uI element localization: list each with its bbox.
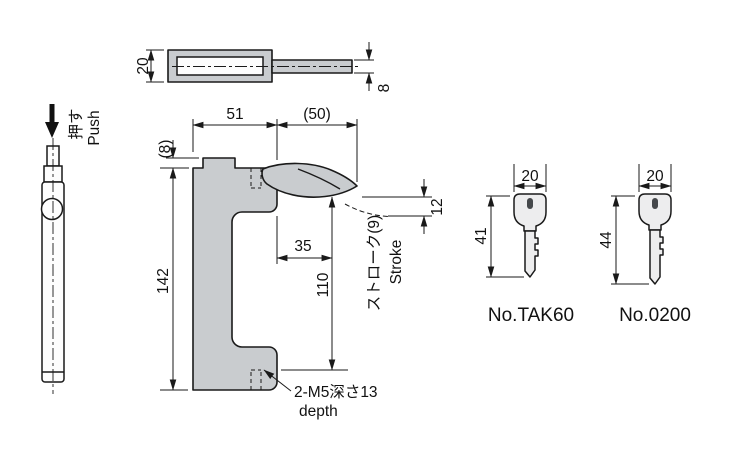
dim-label-key1-width: 20 — [521, 168, 539, 185]
tap-note: 2-M5深さ13 depth — [263, 369, 378, 420]
key1-slot — [527, 198, 533, 209]
dimension-top-width: 51 — [192, 106, 278, 160]
handle-body — [192, 157, 278, 391]
top-view: 20 8 — [135, 42, 393, 92]
dim-label-key2-width: 20 — [646, 168, 664, 185]
key2-head — [638, 193, 672, 231]
dimension-opening-height: 110 — [281, 196, 348, 371]
key2-slot — [652, 198, 658, 209]
side-view-cylinder — [40, 197, 64, 221]
dimension-latch-drop: 12 — [362, 179, 446, 234]
key1-name: No.TAK60 — [488, 305, 574, 326]
dim-label-142: 142 — [155, 268, 172, 294]
dimension-key1-width: 20 — [513, 164, 547, 192]
key-tak60: 20 41 No.TAK60 — [473, 164, 574, 326]
tap-note-en: depth — [299, 403, 338, 420]
key2-blade — [649, 229, 664, 285]
dimension-bar-height: 8 — [354, 42, 393, 92]
key1-blade — [524, 230, 539, 278]
dimension-latch-reach: (50) — [276, 106, 358, 182]
dim-label-50: (50) — [303, 106, 331, 123]
push-direction-arrow-icon — [45, 104, 59, 138]
key1-head — [513, 193, 547, 232]
dimension-inner-offset: 35 — [276, 216, 333, 264]
dim-label-51: 51 — [226, 106, 243, 123]
stroke-label-en: Stroke — [388, 240, 405, 285]
dim-label-top-height: 20 — [135, 57, 152, 75]
dim-label-110: 110 — [315, 272, 332, 297]
dim-label-key2-length: 44 — [598, 231, 615, 249]
latch-cam-line — [297, 168, 341, 190]
latch-hook — [261, 162, 358, 198]
key-0200: 20 44 No.0200 — [598, 164, 691, 326]
push-label-jp: 押す — [67, 108, 85, 139]
dim-label-8-step: (8) — [157, 140, 174, 159]
dimension-key2-width: 20 — [638, 164, 672, 192]
dim-label-bar-height: 8 — [376, 84, 393, 93]
latch-stroke-phantom — [344, 203, 389, 217]
dim-label-key1-length: 41 — [473, 227, 490, 244]
push-label-en: Push — [86, 110, 103, 145]
side-view: Push 押す — [40, 104, 103, 394]
top-view-inner — [176, 56, 264, 76]
tap-note-jp: 2-M5深さ13 — [294, 383, 378, 401]
dimension-total-height: 142 — [155, 167, 188, 391]
stroke-label-jp: ストローク(9) — [365, 215, 383, 311]
dimension-key2-length: 44 — [598, 195, 649, 285]
key2-name: No.0200 — [619, 305, 691, 326]
screw-holes-hidden-lines — [250, 168, 262, 390]
dim-label-35: 35 — [294, 238, 311, 255]
front-view: 51 (50) (8) 142 35 — [155, 106, 446, 420]
dimension-top-height: 20 — [135, 49, 164, 83]
dim-label-12: 12 — [429, 198, 446, 215]
dimension-key1-length: 41 — [473, 195, 524, 278]
